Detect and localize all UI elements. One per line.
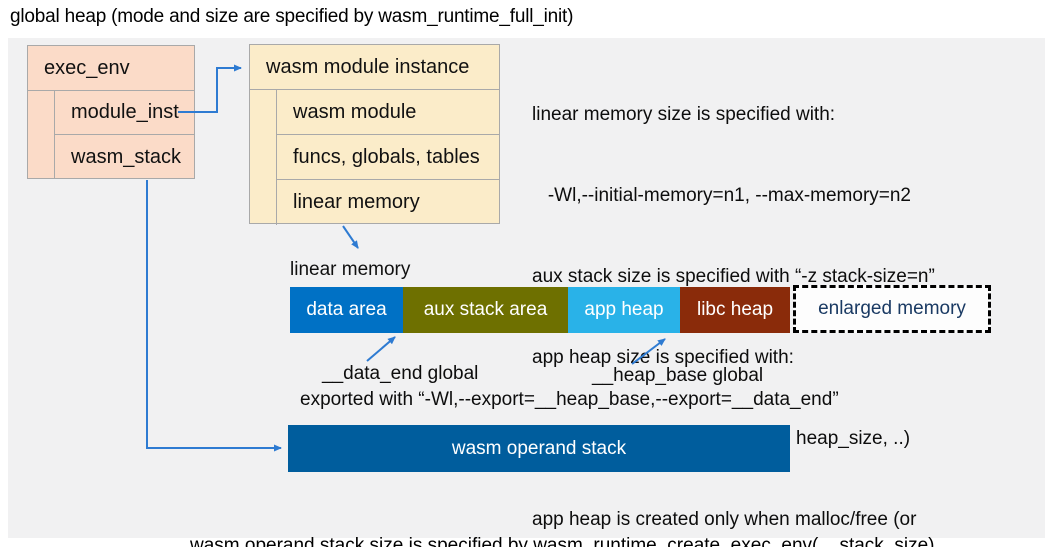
operand-stack-notes: wasm operand stack size is specified by … xyxy=(190,481,935,547)
note-line: aux stack size is specified with “-z sta… xyxy=(532,266,935,287)
exec-env-rows: module_inst wasm_stack xyxy=(54,91,194,179)
note-line: wasm operand stack size is specified by … xyxy=(190,535,935,547)
note-line: app heap size is specified with: xyxy=(532,347,794,368)
exec-env-row-module-inst: module_inst xyxy=(54,91,194,135)
segment-app-heap: app heap xyxy=(568,287,680,333)
export-flags-label: exported with “-Wl,--export=__heap_base,… xyxy=(300,389,839,410)
data-end-global-label: __data_end global xyxy=(322,363,479,384)
wasm-operand-stack-bar: wasm operand stack xyxy=(288,425,790,472)
exec-env-header: exec_env xyxy=(28,46,194,91)
module-instance-row-funcs-globals-tables: funcs, globals, tables xyxy=(276,135,499,180)
exec-env-box: exec_env module_inst wasm_stack xyxy=(27,45,195,179)
module-instance-row-linear-memory: linear memory xyxy=(276,180,499,225)
linear-memory-label: linear memory xyxy=(290,259,411,280)
note-line: app heap is created only when malloc/fre… xyxy=(532,509,917,530)
module-instance-rows: wasm module funcs, globals, tables linea… xyxy=(276,90,499,225)
heap-base-global-label: __heap_base global xyxy=(592,365,764,386)
linear-memory-bar: data area aux stack area app heap libc h… xyxy=(290,287,790,333)
module-instance-row-wasm-module: wasm module xyxy=(276,90,499,135)
segment-data-area: data area xyxy=(290,287,403,333)
diagram-title: global heap (mode and size are specified… xyxy=(10,6,574,27)
exec-env-row-wasm-stack: wasm_stack xyxy=(54,135,194,179)
segment-libc-heap: libc heap xyxy=(680,287,790,333)
module-instance-header: wasm module instance xyxy=(250,45,499,90)
note-line: linear memory size is specified with: xyxy=(532,104,836,125)
segment-aux-stack-area: aux stack area xyxy=(403,287,568,333)
note-line: -Wl,--initial-memory=n1, --max-memory=n2 xyxy=(532,185,911,206)
module-instance-box: wasm module instance wasm module funcs, … xyxy=(249,44,500,225)
segment-enlarged-memory: enlarged memory xyxy=(793,285,991,333)
